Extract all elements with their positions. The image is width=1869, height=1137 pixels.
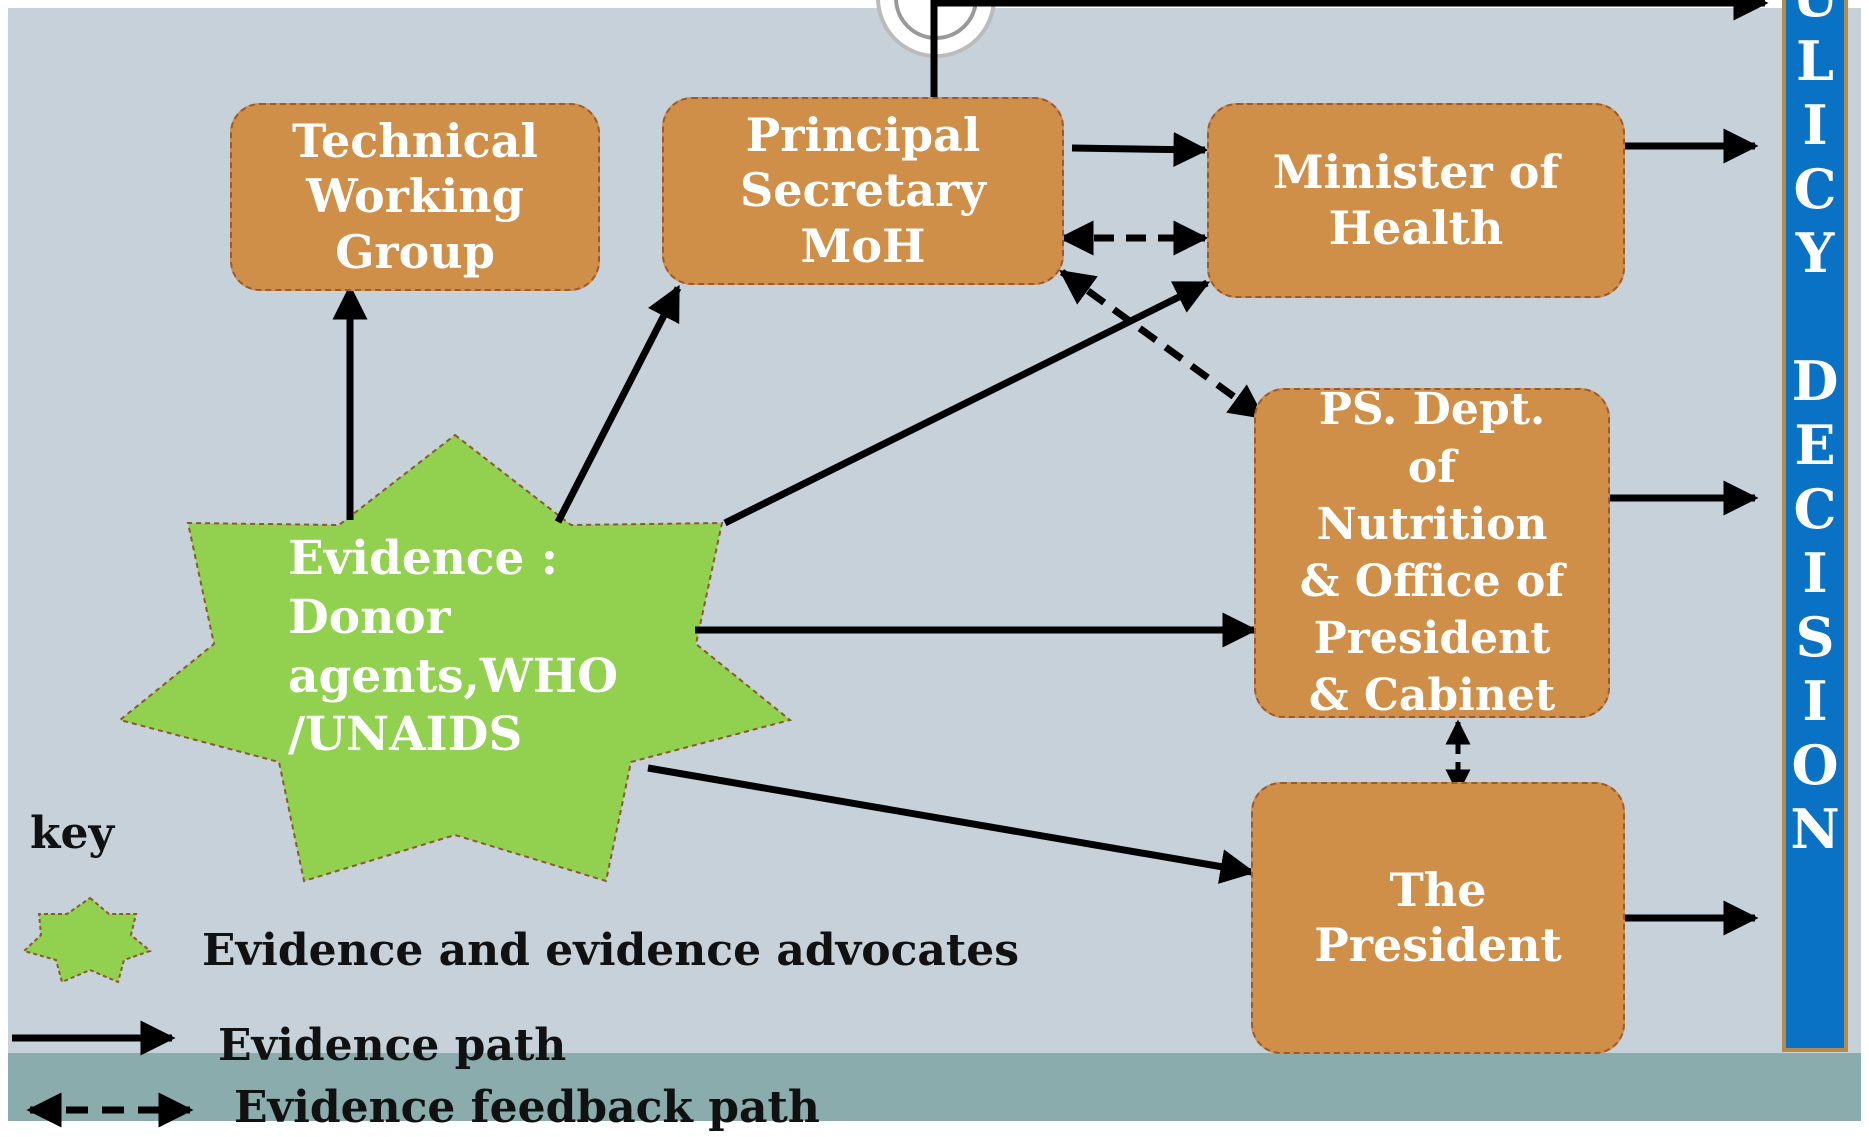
node-the-president: The President [1251,782,1625,1054]
node-minister-of-health: Minister of Health [1207,103,1625,298]
legend-evidence-advocates: Evidence and evidence advocates [202,925,1019,976]
path-ps-to-minister [1071,132,1209,168]
evidence-star-label: Evidence : Donor agents,WHO /UNAIDS [288,531,619,763]
legend-evidence-path: Evidence path [218,1020,567,1071]
feedback-ps-psdept [1059,269,1265,420]
legend-feedback-path: Evidence feedback path [234,1082,820,1133]
evidence-star [117,433,793,883]
path-star-to-president [647,764,1256,884]
legend-star-icon [22,896,152,984]
path-ps-to-top [930,0,1769,98]
node-principal-secretary: Principal Secretary MoH [662,97,1064,285]
bottom-band [8,1053,1861,1121]
path-star-to-ps [554,284,682,524]
node-technical-working-group: Technical Working Group [230,103,600,291]
policy-decision-label: U L I C Y D E C I S I O N [1790,0,1840,861]
policy-decision-bar [1782,0,1848,1052]
key-title: key [30,808,115,859]
node-ps-dept-nutrition: PS. Dept. of Nutrition & Office of Presi… [1254,384,1610,721]
